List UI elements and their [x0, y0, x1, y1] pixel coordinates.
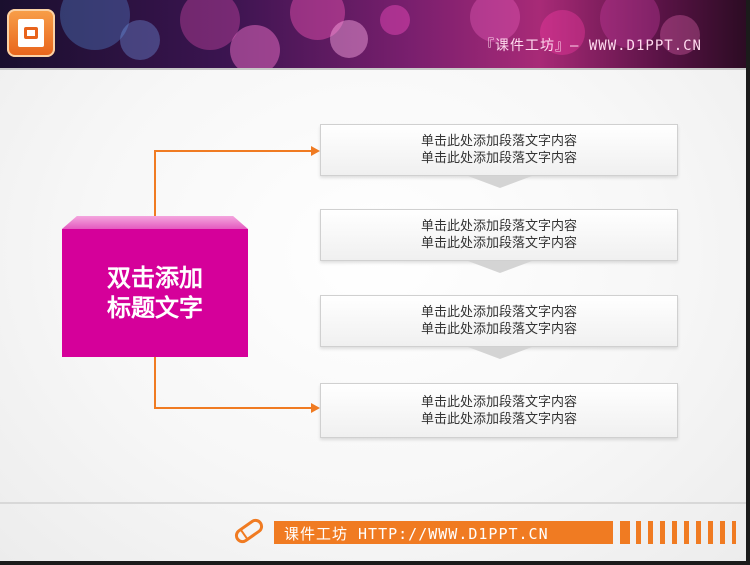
content-box-4-line-1: 单击此处添加段落文字内容 [420, 394, 577, 410]
arrow-head-bottom [311, 403, 320, 413]
footer-text: 课件工坊 HTTP://WWW.D1PPT.CN [284, 525, 549, 543]
arrow-head-top [311, 146, 320, 156]
connector-down [154, 357, 156, 409]
content-box-1-line-1: 单击此处添加段落文字内容 [420, 134, 577, 149]
right-edge [746, 0, 750, 565]
down-chevron-1 [468, 176, 532, 188]
powerpoint-logo-icon [7, 9, 55, 57]
content-box-3-line-1: 单击此处添加段落文字内容 [420, 305, 577, 320]
down-chevron-3 [468, 347, 532, 359]
connector-top [154, 150, 312, 152]
content-box-3[interactable]: 单击此处添加段落文字内容 单击此处添加段落文字内容 [320, 295, 678, 347]
footer-bar [274, 521, 613, 544]
connector-bottom [154, 407, 312, 409]
pencil-icon [234, 518, 264, 544]
footer-divider [0, 502, 750, 504]
content-box-4[interactable]: 单击此处添加段落文字内容 单击此处添加段落文字内容 [320, 383, 678, 438]
down-chevron-2 [468, 261, 532, 273]
connector-up [154, 150, 156, 216]
title-box[interactable]: 双击添加 标题文字 [62, 229, 248, 357]
content-box-2-line-2: 单击此处添加段落文字内容 [420, 236, 577, 251]
content-box-4-line-2: 单击此处添加段落文字内容 [420, 411, 577, 427]
footer-stripes [620, 521, 740, 544]
content-box-1[interactable]: 单击此处添加段落文字内容 单击此处添加段落文字内容 [320, 124, 678, 176]
title-box-bevel [62, 216, 248, 229]
content-box-3-line-2: 单击此处添加段落文字内容 [420, 322, 577, 337]
title-line-1: 双击添加 [107, 264, 203, 292]
header-divider [0, 68, 750, 70]
bottom-edge [0, 561, 750, 565]
header-banner: 『课件工坊』— WWW.D1PPT.CN [0, 0, 750, 68]
content-box-1-line-2: 单击此处添加段落文字内容 [420, 151, 577, 166]
content-box-2[interactable]: 单击此处添加段落文字内容 单击此处添加段落文字内容 [320, 209, 678, 261]
title-line-2: 标题文字 [107, 294, 203, 322]
header-site-text: 『课件工坊』— WWW.D1PPT.CN [479, 38, 702, 54]
content-box-2-line-1: 单击此处添加段落文字内容 [420, 219, 577, 234]
